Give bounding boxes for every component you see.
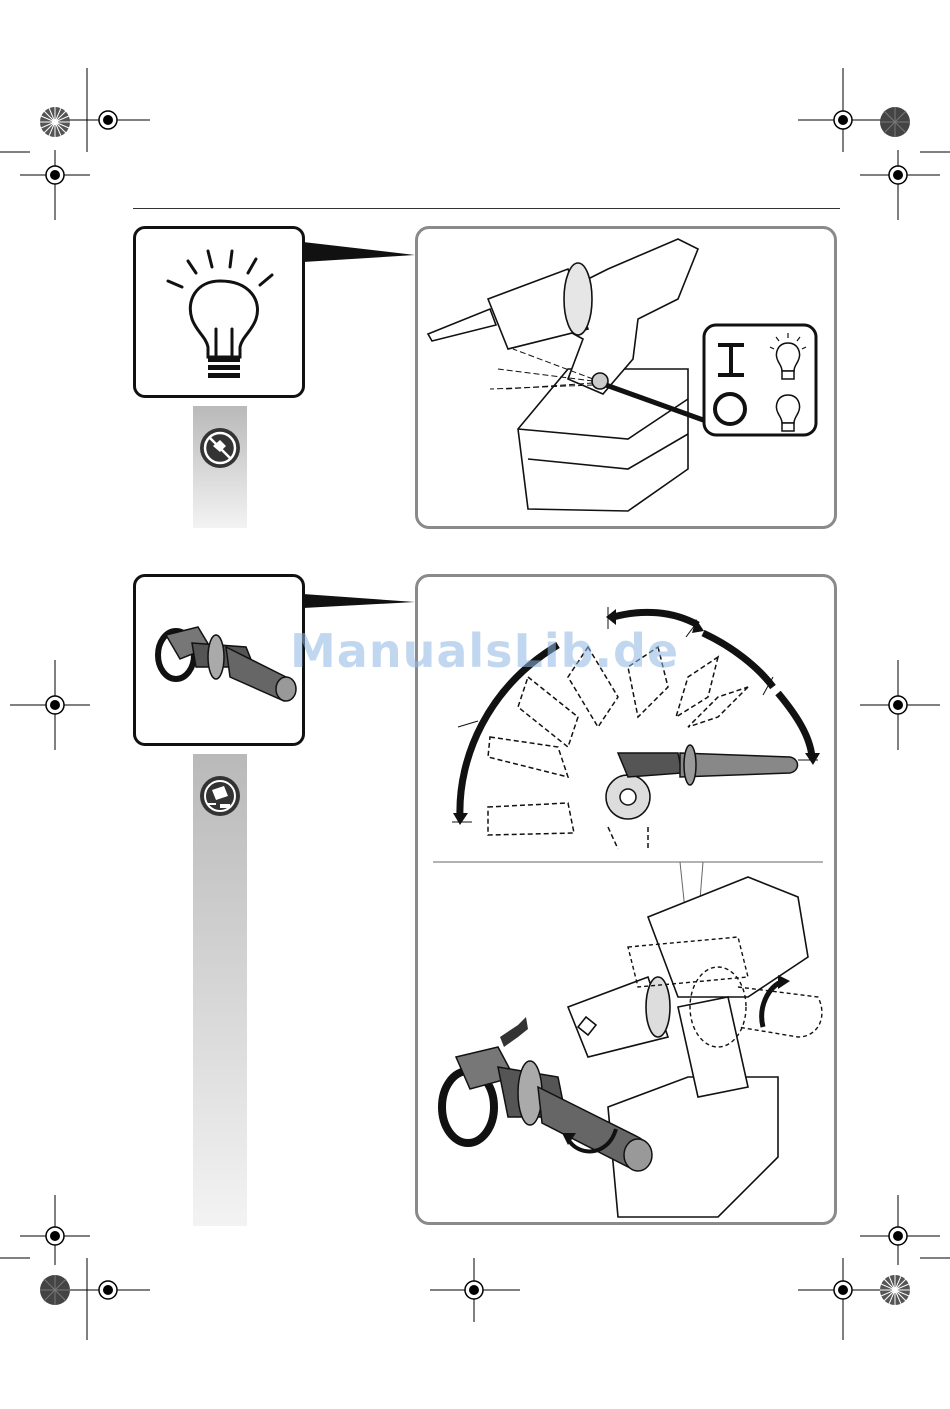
auxiliary-handle-icon (136, 577, 308, 749)
figure-2-side-strip (193, 754, 247, 1226)
watermark: ManualsLib.de (290, 624, 679, 678)
callout-pointer-1 (303, 240, 423, 270)
header-rule (133, 208, 840, 209)
no-storage-icon (198, 426, 242, 470)
figure-1-icon-box (133, 226, 305, 398)
callout-pointer-2 (303, 588, 423, 618)
drill-light-illustration (418, 229, 840, 532)
figure-2-icon-box (133, 574, 305, 746)
remove-battery-icon (198, 774, 242, 818)
figure-1-frame (415, 226, 837, 529)
light-bulb-icon (136, 229, 308, 401)
